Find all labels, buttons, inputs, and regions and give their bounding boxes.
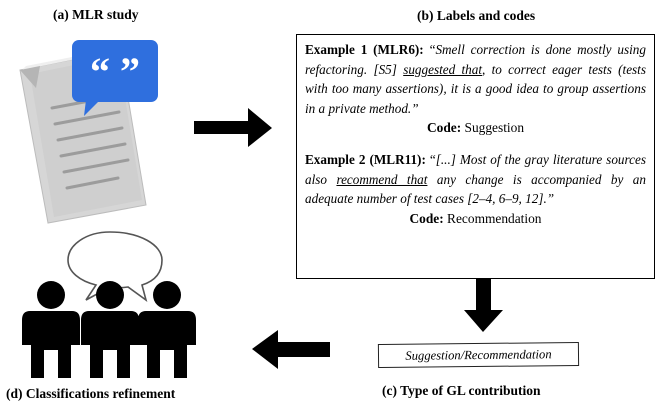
caption-mlr-study: (a) MLR study bbox=[53, 7, 139, 22]
arrow-left-icon bbox=[252, 330, 330, 369]
quote-text-before: Smell correction is done mostly using re… bbox=[305, 42, 646, 77]
person-icon bbox=[138, 281, 196, 378]
quote-open: “ bbox=[425, 152, 436, 167]
example-2-quote: [...] Most of the gray literature source… bbox=[305, 152, 646, 206]
quote-glyph: “ ” bbox=[90, 49, 140, 94]
underlined-phrase: recommend that bbox=[336, 171, 428, 187]
person-icon bbox=[22, 281, 80, 378]
arrow-down-icon bbox=[464, 279, 503, 332]
quote-text-after: any change is accompanied by an adequate… bbox=[305, 171, 646, 207]
quote-text-before: [...] Most of the gray literature source… bbox=[305, 152, 646, 187]
code-label: Code: bbox=[426, 120, 462, 135]
example-2-code: Code: Recommendation bbox=[305, 209, 646, 228]
example-1-label: Example 1 (MLR6): bbox=[305, 42, 424, 57]
example-2-label: Example 2 (MLR11): bbox=[305, 152, 426, 167]
caption-gl-contribution: (c) Type of GL contribution bbox=[382, 383, 541, 398]
caption-labels-and-codes: (b) Labels and codes bbox=[417, 8, 536, 23]
quote-text-after: , to correct eager tests (tests with too… bbox=[305, 61, 646, 116]
example-1-quote: Smell correction is done mostly using re… bbox=[305, 42, 646, 116]
code-value: Recommendation bbox=[443, 210, 542, 226]
example-1-code: Code: Suggestion bbox=[305, 118, 646, 137]
person-icon bbox=[81, 281, 139, 378]
code-label: Code: bbox=[409, 210, 444, 226]
caption-classifications-refinement: (d) Classifications refinement bbox=[6, 386, 176, 401]
example-1-text: Example 1 (MLR6): “Smell correction is d… bbox=[305, 40, 646, 118]
example-2-text: Example 2 (MLR11): “[...] Most of the gr… bbox=[305, 150, 646, 209]
arrow-right-icon bbox=[194, 108, 272, 147]
gl-contribution-box: Suggestion/Recommendation bbox=[377, 341, 580, 369]
code-value: Suggestion bbox=[461, 120, 525, 135]
labels-codes-box: Example 1 (MLR6): “Smell correction is d… bbox=[296, 34, 655, 279]
people-group-icon bbox=[22, 281, 196, 378]
quote-bubble-icon: “ ” bbox=[72, 40, 158, 116]
quote-open: “ bbox=[423, 42, 436, 57]
underlined-phrase: suggested that bbox=[403, 61, 483, 77]
